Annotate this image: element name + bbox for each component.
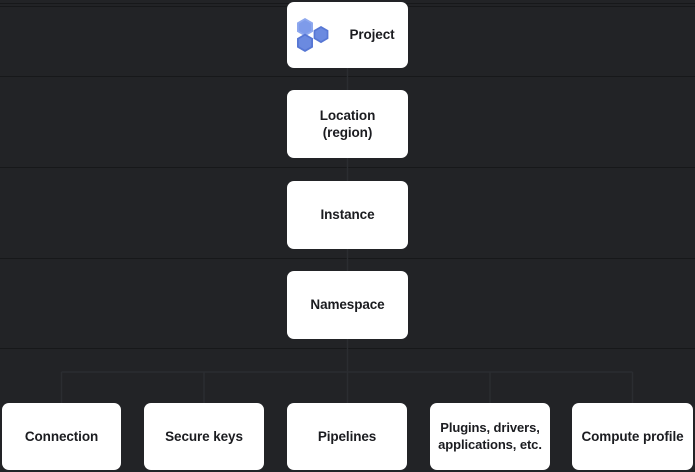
node-location[interactable]: Location (region) — [287, 90, 408, 158]
node-plugins[interactable]: Plugins, drivers, applications, etc. — [430, 403, 550, 470]
node-label: Plugins, drivers, applications, etc. — [438, 419, 542, 452]
node-namespace[interactable]: Namespace — [287, 271, 408, 339]
node-label: Pipelines — [317, 428, 377, 444]
node-project[interactable]: Project — [287, 2, 408, 68]
node-label: Compute profile — [581, 428, 684, 444]
node-connection[interactable]: Connection — [2, 403, 121, 470]
node-label: Connection — [24, 428, 99, 444]
node-instance[interactable]: Instance — [287, 181, 408, 249]
node-label: Project — [349, 27, 395, 43]
hexagon-cluster-icon — [294, 17, 332, 53]
node-compute-profile[interactable]: Compute profile — [572, 403, 693, 470]
node-label: Instance — [320, 207, 375, 223]
node-label: Namespace — [310, 297, 385, 313]
node-label: Location (region) — [319, 107, 376, 140]
node-pipelines[interactable]: Pipelines — [287, 403, 407, 470]
node-label: Secure keys — [165, 428, 243, 444]
node-secure-keys[interactable]: Secure keys — [144, 403, 264, 470]
